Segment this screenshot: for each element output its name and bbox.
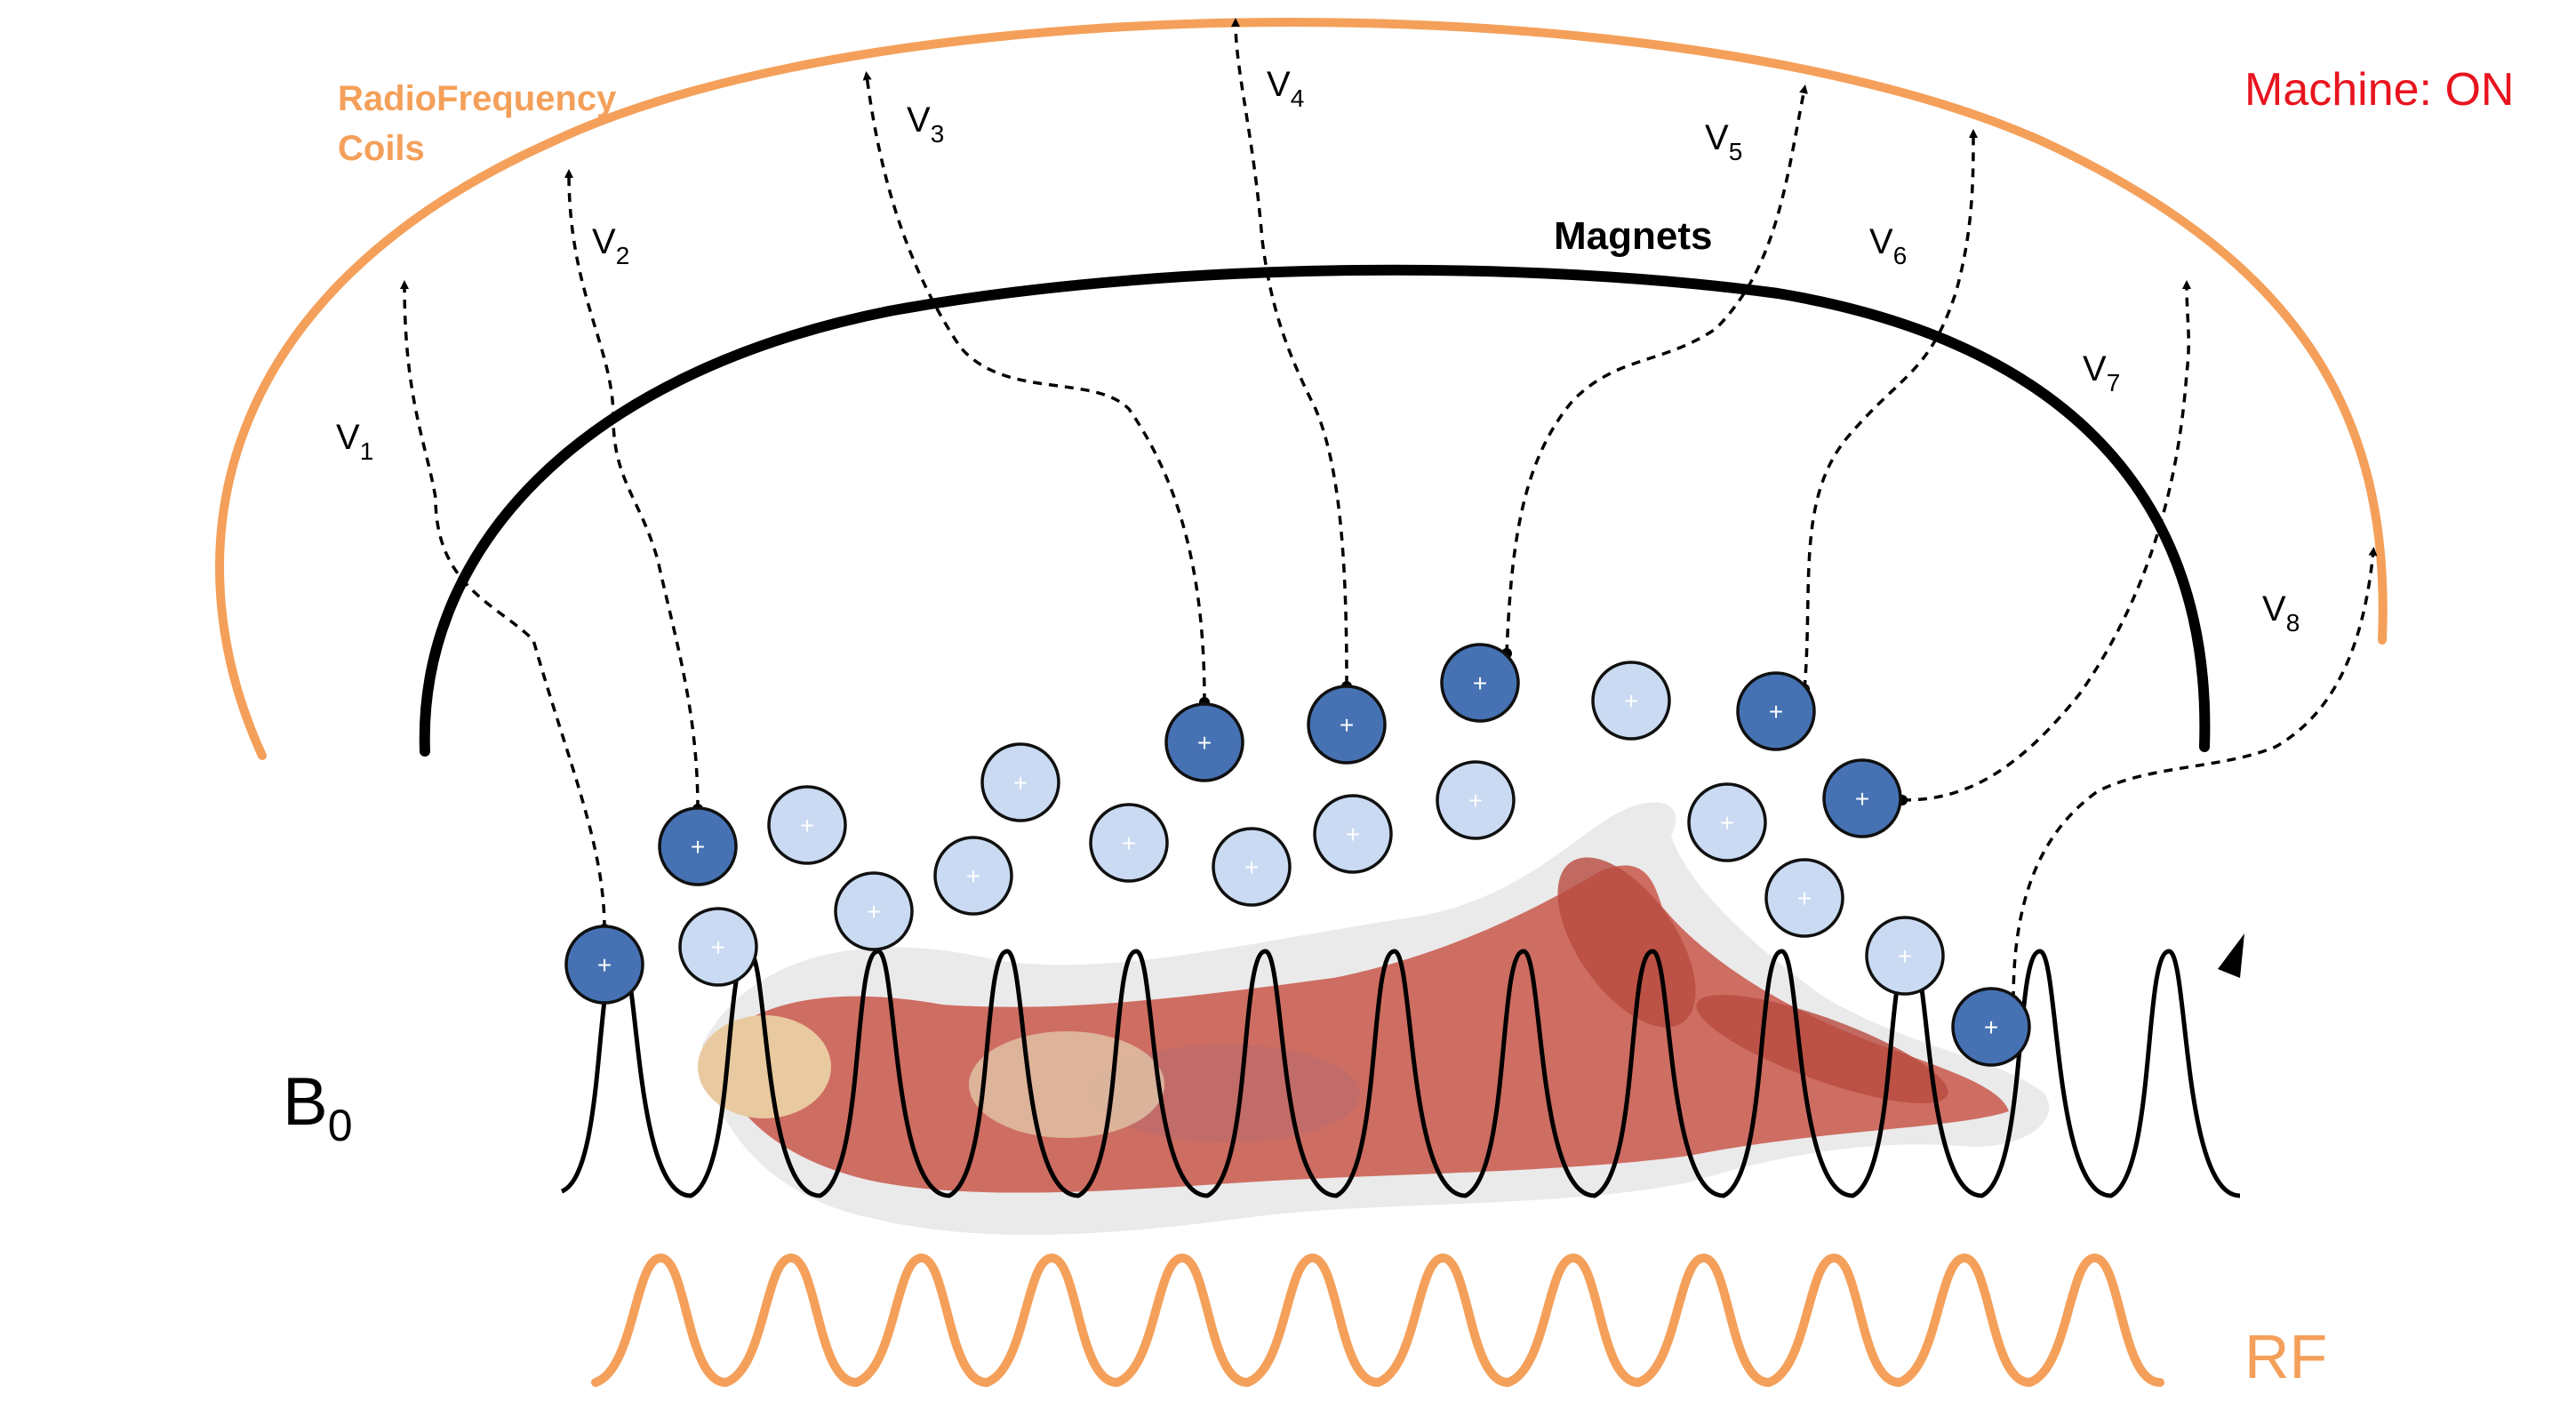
proton-plus-sign: + <box>691 833 705 861</box>
proton-plus-sign: + <box>1898 942 1912 970</box>
rf-coils-label-line2: Coils <box>338 129 425 168</box>
proton-plus-sign: + <box>1855 785 1869 813</box>
v8-label: V8 <box>2262 589 2300 637</box>
proton-circle <box>678 907 758 987</box>
b0-wave-arrowhead <box>2218 933 2244 978</box>
proton-circle <box>1307 685 1387 765</box>
proton-circle <box>1313 794 1393 874</box>
proton-circle <box>1865 916 1945 996</box>
proton-inactive: + <box>1687 782 1767 862</box>
proton-inactive: + <box>834 871 914 951</box>
v6-label: V6 <box>1869 222 1907 269</box>
b0-label: B0 <box>283 1064 353 1150</box>
proton-circle <box>1164 702 1244 782</box>
proton-inactive: + <box>1436 760 1516 840</box>
proton-active: + <box>1307 685 1387 765</box>
b0-wave-line <box>560 949 2241 1198</box>
protons: + + + + + + + + + + + + + + + + + + + + + <box>564 643 2031 1067</box>
signal-path-v2 <box>564 169 700 810</box>
proton-circle <box>834 871 914 951</box>
proton-plus-sign: + <box>1720 809 1734 837</box>
proton-plus-sign: + <box>1244 853 1259 881</box>
signal-path-v4 <box>1231 18 1348 685</box>
proton-circle <box>1591 661 1671 741</box>
proton-circle <box>933 836 1013 916</box>
signal-path-v6 <box>1803 129 1978 690</box>
proton-active: + <box>1951 987 2031 1067</box>
proton-circle <box>1764 858 1844 938</box>
proton-plus-sign: + <box>711 933 725 961</box>
rf-coils-label-line1: RadioFrequency <box>338 79 617 118</box>
proton-active: + <box>658 806 738 886</box>
rf-pulse-wave <box>591 1253 2164 1388</box>
proton-circle <box>767 785 847 865</box>
magnets-label: Magnets <box>1554 214 1712 258</box>
v2-label: V2 <box>592 222 629 269</box>
labels: RadioFrequency Coils Machine: ON Magnets… <box>283 64 2514 1391</box>
v1-label: V1 <box>336 418 373 465</box>
proton-active: + <box>1440 643 1520 723</box>
proton-active: + <box>1736 671 1816 751</box>
proton-inactive: + <box>678 907 758 987</box>
proton-circle <box>1436 760 1516 840</box>
proton-inactive: + <box>1591 661 1671 741</box>
rf-wave-line <box>591 1253 2164 1388</box>
proton-circle <box>1089 803 1169 883</box>
signal-path-v3 <box>862 71 1206 703</box>
proton-plus-sign: + <box>1984 1013 1998 1041</box>
machine-status-label: Machine: ON <box>2244 64 2514 116</box>
rf-coil-arc <box>215 18 2388 760</box>
proton-plus-sign: + <box>1624 687 1638 715</box>
proton-plus-sign: + <box>1340 711 1354 739</box>
proton-circle <box>1822 758 1902 838</box>
proton-plus-sign: + <box>1122 829 1136 857</box>
proton-plus-sign: + <box>1797 885 1812 912</box>
b0-precession-wave <box>560 933 2244 1198</box>
proton-circle <box>1687 782 1767 862</box>
proton-circle <box>1440 643 1520 723</box>
proton-plus-sign: + <box>966 862 980 890</box>
proton-inactive: + <box>1212 827 1292 907</box>
proton-inactive: + <box>933 836 1013 916</box>
proton-plus-sign: + <box>1468 787 1483 814</box>
rf-label: RF <box>2244 1322 2327 1391</box>
proton-plus-sign: + <box>1769 698 1783 725</box>
proton-inactive: + <box>1865 916 1945 996</box>
proton-circle <box>980 742 1060 822</box>
v4-label: V4 <box>1267 65 1304 112</box>
signal-path-v7 <box>1901 280 2192 802</box>
proton-active: + <box>1164 702 1244 782</box>
signal-path-v1 <box>400 280 606 930</box>
proton-plus-sign: + <box>1013 769 1028 797</box>
proton-plus-sign: + <box>867 898 881 925</box>
proton-plus-sign: + <box>800 812 814 839</box>
signal-path-v8 <box>2012 547 2378 1001</box>
signal-paths <box>400 18 2378 1001</box>
proton-circle <box>564 925 644 1005</box>
proton-plus-sign: + <box>1197 729 1212 757</box>
proton-plus-sign: + <box>1346 821 1360 848</box>
proton-inactive: + <box>1313 794 1393 874</box>
proton-circle <box>1212 827 1292 907</box>
proton-inactive: + <box>1764 858 1844 938</box>
proton-circle <box>1736 671 1816 751</box>
proton-circle <box>1951 987 2031 1067</box>
v7-label: V7 <box>2083 349 2120 397</box>
v3-label: V3 <box>907 100 944 148</box>
proton-inactive: + <box>767 785 847 865</box>
proton-inactive: + <box>980 742 1060 822</box>
signal-path-v5 <box>1505 84 1808 654</box>
proton-inactive: + <box>1089 803 1169 883</box>
magnet-arc <box>419 264 2211 757</box>
proton-active: + <box>1822 758 1902 838</box>
proton-circle <box>658 806 738 886</box>
proton-plus-sign: + <box>597 951 612 979</box>
proton-plus-sign: + <box>1473 669 1487 697</box>
v5-label: V5 <box>1705 118 1742 165</box>
proton-active: + <box>564 925 644 1005</box>
